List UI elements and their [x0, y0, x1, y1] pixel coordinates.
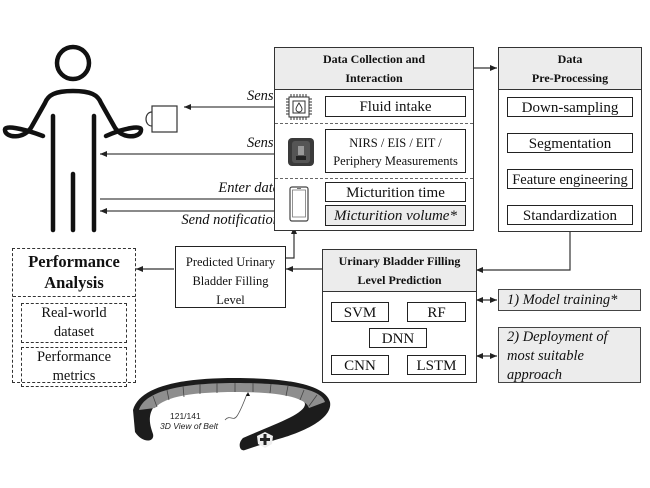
metrics-line-2: metrics [52, 368, 96, 384]
dataset-line-2: dataset [53, 324, 95, 340]
metrics-line-1: Performance [36, 349, 112, 365]
pre-processing-title-2: Pre-Processing [531, 71, 609, 85]
arrow-to-prediction [476, 232, 571, 273]
label-enter-data: Enter data [218, 180, 280, 196]
model-cnn: CNN [331, 355, 389, 375]
step-feature-engineering: Feature engineering [507, 169, 633, 189]
model-lstm: LSTM [407, 355, 466, 375]
belt-caption: 3D View of Belt [160, 421, 218, 431]
arrow-to-phone [285, 227, 297, 259]
pre-processing-header: Data Pre-Processing [499, 48, 641, 90]
performance-title-2: Analysis [44, 273, 104, 292]
pre-processing-title-1: Data [557, 52, 583, 66]
predicted-line-3: Level [216, 293, 245, 307]
performance-analysis-panel: Performance Analysis Real-world dataset … [12, 248, 136, 387]
data-collection-title-2: Interaction [345, 71, 403, 85]
label-sense-body: Sense [246, 135, 280, 151]
model-rf: RF [407, 302, 466, 322]
medical-cross-logo [257, 432, 273, 448]
data-collection-title-1: Data Collection and [323, 52, 425, 66]
dataset-line-1: Real-world [41, 305, 107, 321]
label-sense-fluid: Sense [246, 88, 280, 104]
note-model-training: 1) Model training* [498, 289, 641, 311]
predicted-level-box: Predicted Urinary Bladder Filling Level [175, 246, 286, 308]
deploy-line-3: approach [507, 367, 563, 383]
divider [13, 296, 135, 297]
sensor-line-1: NIRS / EIS / EIT / [349, 136, 442, 150]
micturition-time-box: Micturition time [325, 182, 466, 202]
real-world-dataset-box: Real-world dataset [21, 303, 127, 343]
note-deployment: 2) Deployment of most suitable approach [498, 327, 641, 383]
label-send-notification: Send notification [181, 212, 280, 228]
performance-title-1: Performance [28, 252, 120, 271]
prediction-title-1: Urinary Bladder Filling [338, 254, 461, 268]
sensor-device-icon [288, 138, 314, 166]
performance-metrics-box: Performance metrics [21, 347, 127, 387]
micturition-volume-box: Micturition volume* [325, 205, 466, 226]
step-standardization: Standardization [507, 205, 633, 225]
deploy-line-2: most suitable [507, 348, 584, 364]
step-down-sampling: Down-sampling [507, 97, 633, 117]
prediction-header: Urinary Bladder Filling Level Prediction [323, 250, 476, 292]
step-segmentation: Segmentation [507, 133, 633, 153]
cup-icon [145, 105, 178, 133]
sensor-line-2: Periphery Measurements [333, 154, 458, 168]
sensor-measurements-box: NIRS / EIS / EIT / Periphery Measurement… [325, 129, 466, 173]
fluid-intake-box: Fluid intake [325, 96, 466, 117]
model-dnn: DNN [369, 328, 427, 348]
predicted-line-1: Predicted Urinary [185, 255, 276, 269]
performance-title: Performance Analysis [13, 249, 135, 293]
predicted-line-2: Bladder Filling [192, 274, 269, 288]
deploy-line-1: 2) Deployment of [507, 329, 608, 345]
fluid-chip-icon [286, 94, 312, 120]
data-collection-header: Data Collection and Interaction [275, 48, 473, 90]
person-icon [2, 44, 144, 233]
model-svm: SVM [331, 302, 389, 322]
smartphone-icon [289, 186, 309, 222]
belt-ref-number: 121/141 [170, 411, 201, 421]
divider [275, 123, 473, 124]
sensor-belt-icon [133, 378, 331, 451]
prediction-title-2: Level Prediction [357, 273, 442, 287]
divider [275, 178, 473, 179]
